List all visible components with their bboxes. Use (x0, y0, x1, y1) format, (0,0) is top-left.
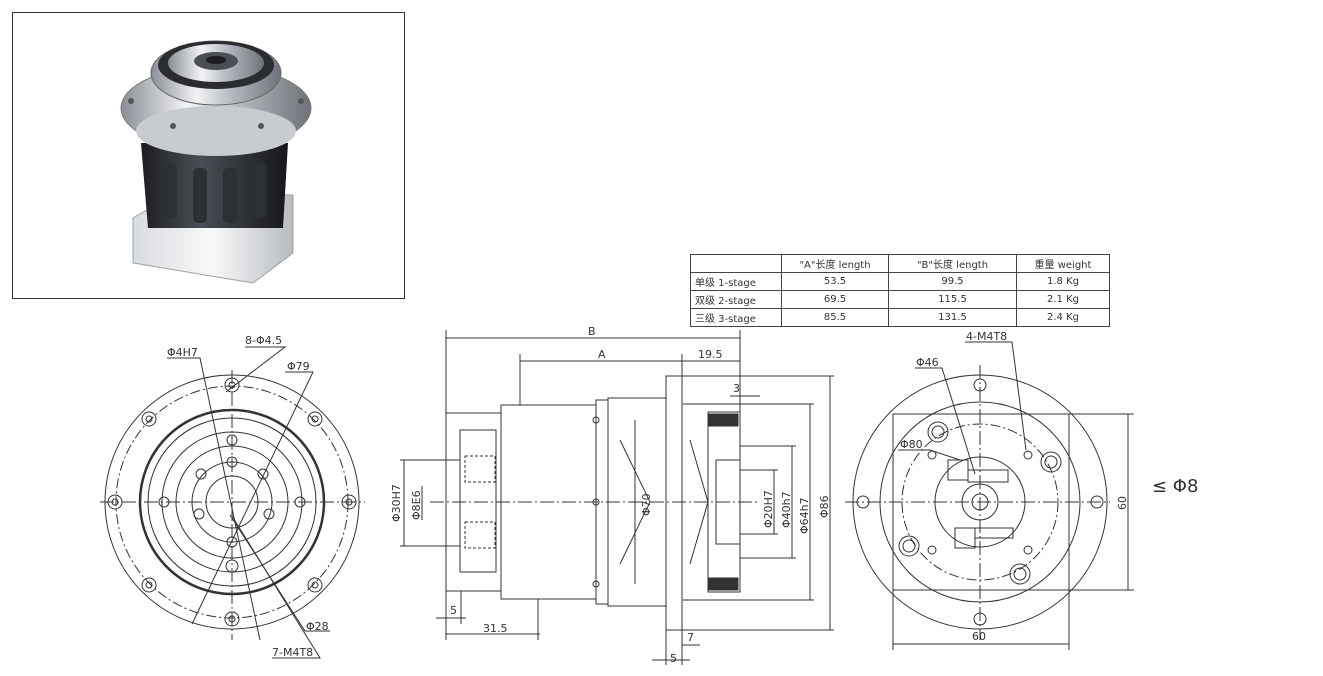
table-row: 双级 2-stage 69.5 115.5 2.1 Kg (690, 290, 1110, 309)
label-dim-5a: 5 (450, 604, 457, 617)
label-dim-a: A (598, 348, 606, 361)
label-rear-d80: Φ80 (900, 438, 923, 451)
label-dim-70: Φ70 (640, 493, 653, 516)
table-cell-weight: 2.4 Kg (1016, 308, 1110, 327)
label-dim-86: Φ86 (818, 495, 831, 518)
front-bolt-holes (107, 377, 357, 627)
label-dim-3: 3 (733, 382, 740, 395)
label-dim-19-5: 19.5 (698, 348, 723, 361)
table-cell-a: 85.5 (781, 308, 889, 327)
label-shaft-max: ≤ Φ8 (1152, 476, 1198, 497)
label-front-inner: Φ28 (306, 620, 329, 633)
label-front-thread: 7-M4T8 (272, 646, 313, 659)
label-dim-30: Φ30H7 (390, 484, 403, 522)
label-dim-b: B (588, 325, 596, 338)
table-row: 单级 1-stage 53.5 99.5 1.8 Kg (690, 272, 1110, 291)
label-dim-5b: 5 (670, 652, 677, 665)
label-rear-width: 60 (972, 630, 986, 643)
label-dim-40: Φ40h7 (780, 491, 793, 528)
label-dim-20: Φ20H7 (762, 490, 775, 528)
label-rear-height: 60 (1116, 496, 1129, 510)
label-dim-8: Φ8E6 (410, 490, 423, 520)
label-front-pcd: Φ79 (287, 360, 310, 373)
spec-table: "A"长度 length "B"长度 length 重量 weight 单级 1… (690, 254, 1110, 327)
front-inner-holes (158, 434, 306, 573)
label-dim-64: Φ64h7 (798, 497, 811, 534)
rear-view (845, 341, 1134, 650)
label-rear-d46: Φ46 (916, 356, 939, 369)
product-photo-frame (12, 12, 405, 299)
front-view (100, 346, 365, 659)
table-row: 三级 3-stage 85.5 131.5 2.4 Kg (690, 308, 1110, 327)
gearbox-photo (120, 40, 312, 284)
label-front-bore: Φ4H7 (167, 346, 198, 359)
label-rear-thread: 4-M4T8 (966, 330, 1007, 343)
label-dim-7: 7 (687, 631, 694, 644)
label-dim-31-5: 31.5 (483, 622, 508, 635)
side-view (400, 330, 834, 665)
label-front-holes: 8-Φ4.5 (245, 334, 282, 347)
